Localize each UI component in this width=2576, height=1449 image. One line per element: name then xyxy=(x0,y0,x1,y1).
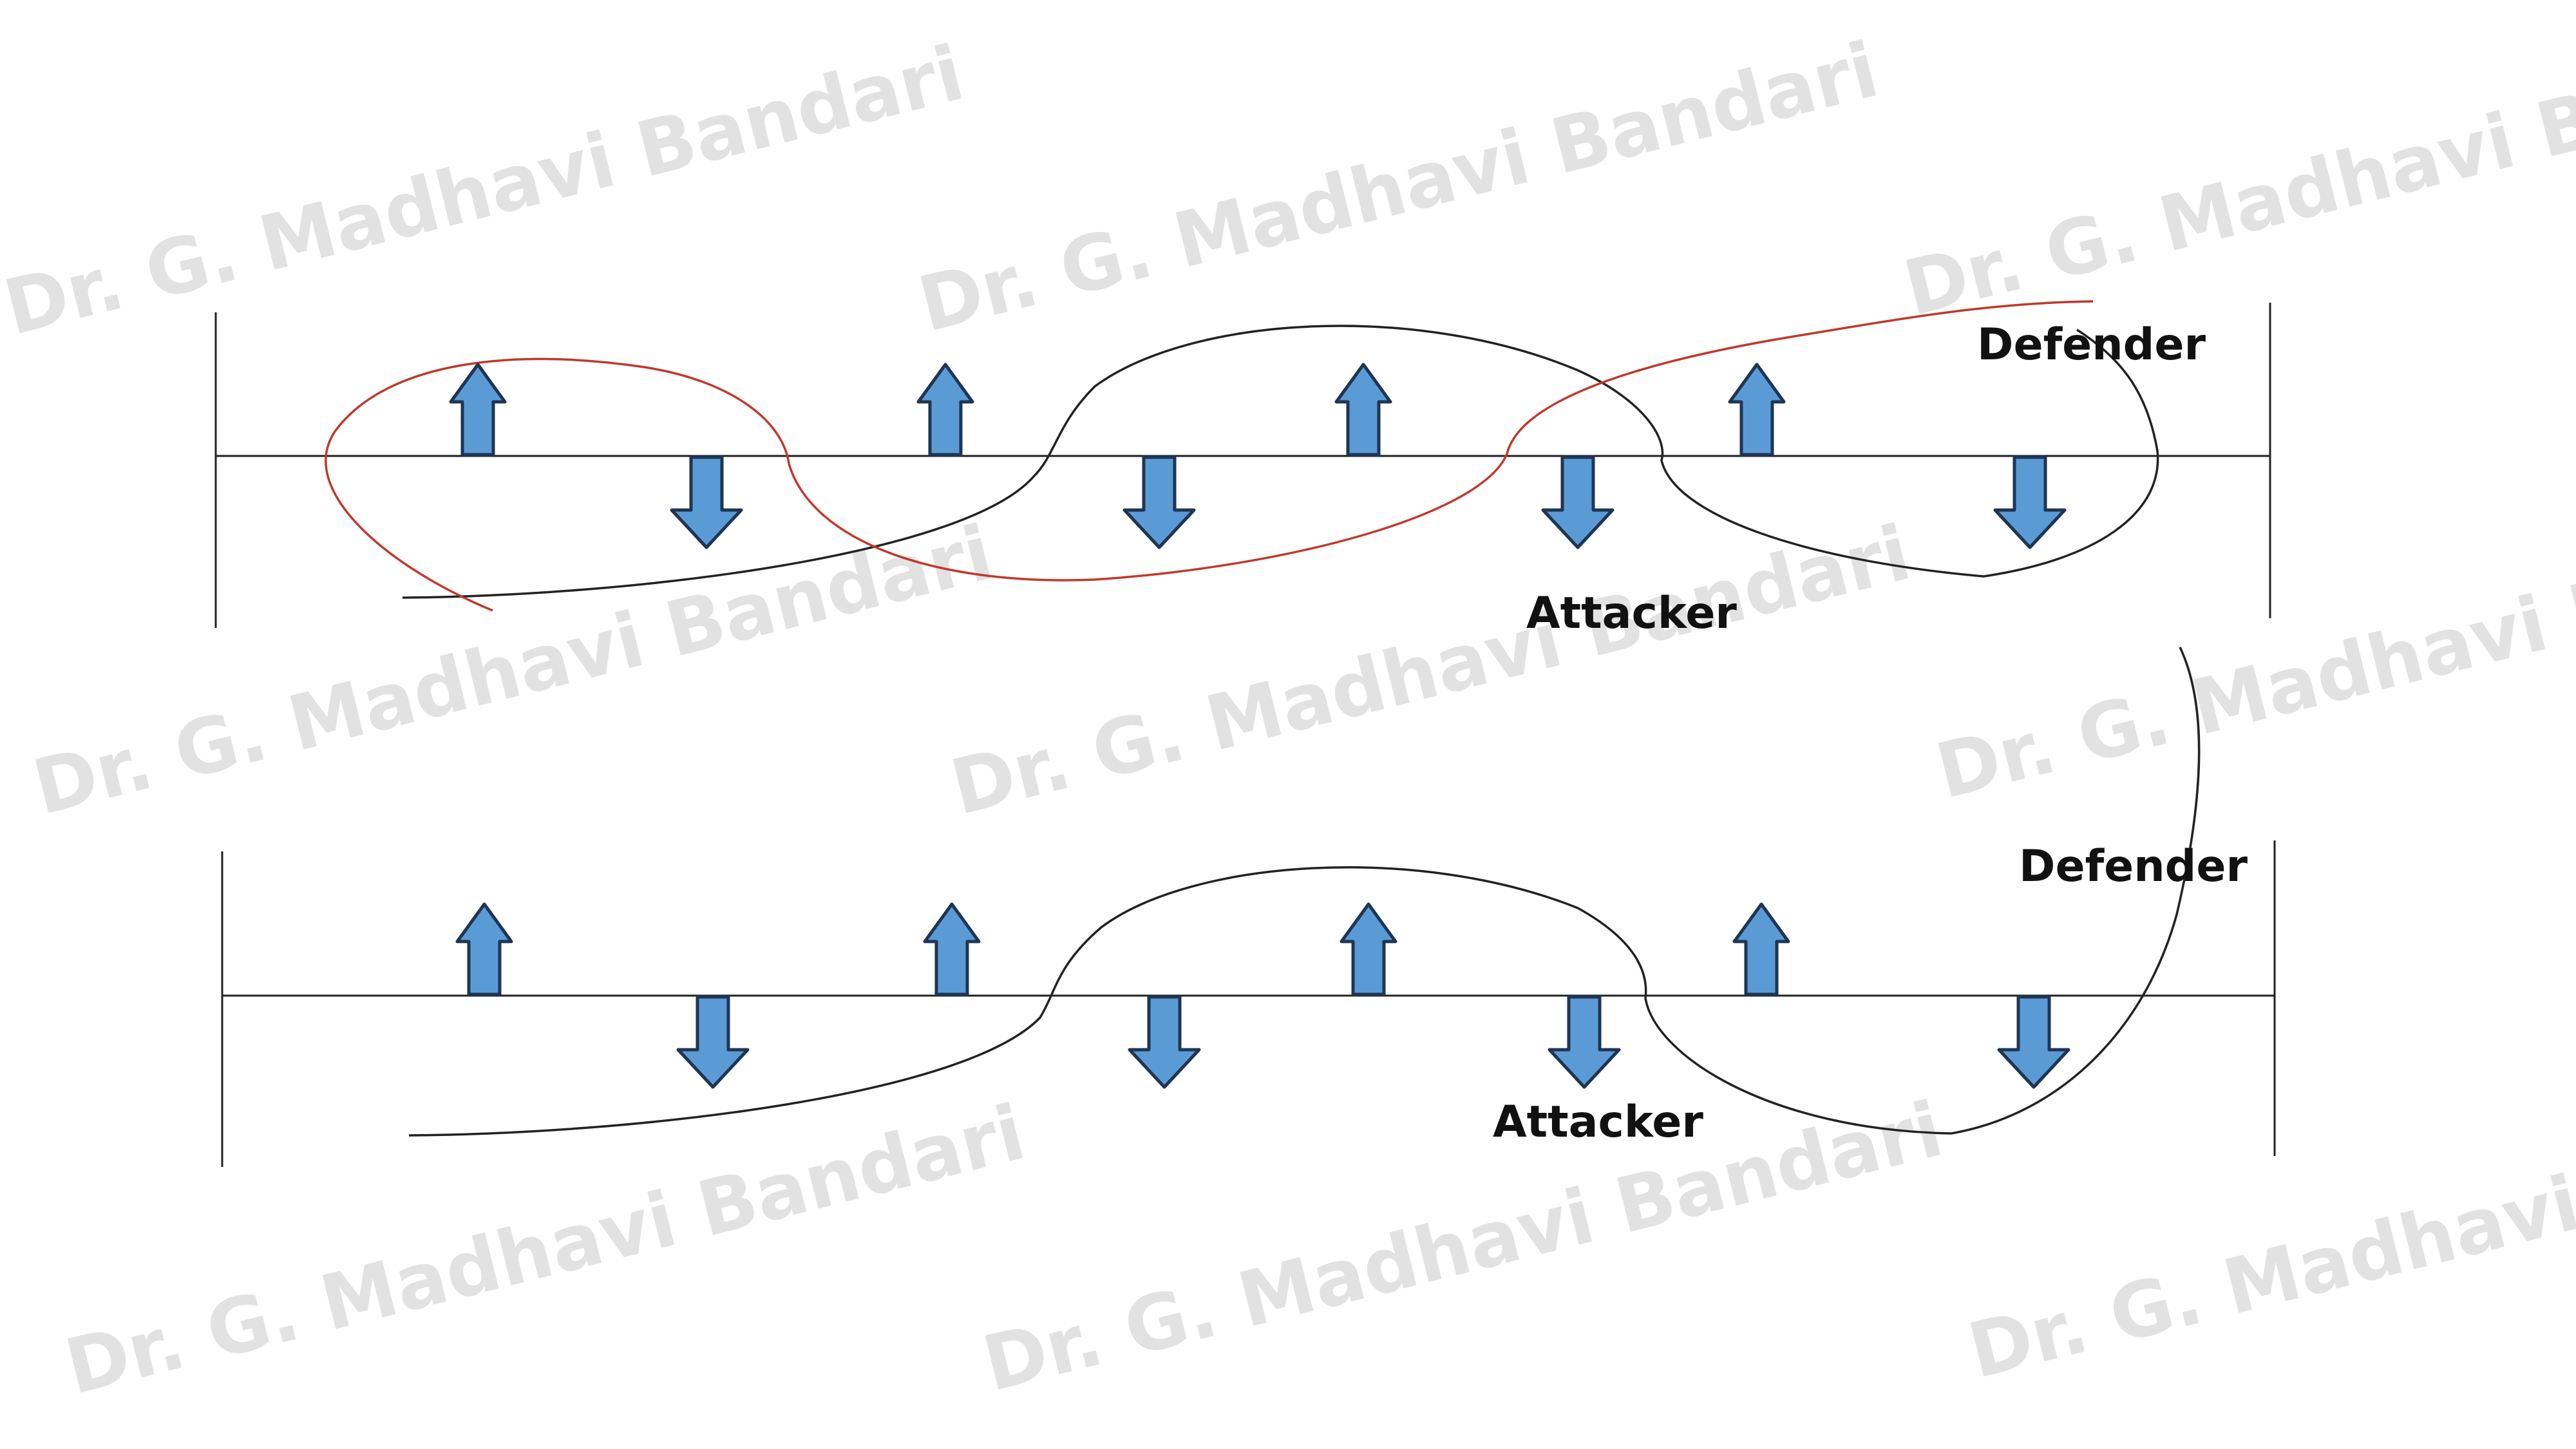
watermark-text: Dr. G. Madhavi Bandari xyxy=(974,1084,1951,1409)
arrow-down-icon xyxy=(1122,455,1196,549)
attacker-label: Attacker xyxy=(1493,1097,1703,1148)
watermark-text: Dr. G. Madhavi Bandari xyxy=(942,508,1918,833)
arrow-up-icon xyxy=(1340,902,1397,996)
arrow-down-icon xyxy=(1548,995,1621,1089)
defender-label: Defender xyxy=(2019,841,2248,892)
arrow-up-icon xyxy=(923,902,981,996)
arrow-group xyxy=(449,363,2067,549)
arrow-down-icon xyxy=(676,995,750,1089)
watermark-text: Dr. G. Madhavi Bandari xyxy=(57,1088,1033,1412)
watermarks: Dr. G. Madhavi Bandari Dr. G. Madhavi Ba… xyxy=(0,9,2576,1412)
panel-top: Defender Attacker xyxy=(214,300,2271,639)
watermark-text: Dr. G. Madhavi Bandari xyxy=(1895,9,2576,334)
watermark-text: Dr. G. Madhavi Bandari xyxy=(910,25,1886,350)
arrow-down-icon xyxy=(1993,455,2067,549)
arrow-up-icon xyxy=(1334,363,1392,457)
arrow-down-icon xyxy=(1541,455,1615,549)
arrow-down-icon xyxy=(1997,995,2070,1089)
arrow-down-icon xyxy=(670,455,743,549)
arrow-up-icon xyxy=(455,902,513,996)
arrow-group xyxy=(455,902,2070,1089)
defender-label: Defender xyxy=(1977,319,2206,370)
watermark-text: Dr. G. Madhavi Bandari xyxy=(24,508,1001,833)
attacker-label: Attacker xyxy=(1526,588,1737,639)
attacker-curve xyxy=(402,325,2159,599)
defender-curve xyxy=(325,300,2094,612)
panel-bottom: Defender Attacker xyxy=(221,647,2276,1167)
defender-curve xyxy=(1951,647,2201,1135)
arrow-up-icon xyxy=(1728,363,1786,457)
arrow-down-icon xyxy=(1128,995,1201,1089)
arrow-up-icon xyxy=(449,363,507,457)
attacker-curve xyxy=(408,866,1952,1137)
arrow-up-icon xyxy=(916,363,974,457)
arrow-up-icon xyxy=(1732,902,1790,996)
watermark-text: Dr. G. Madhavi Bandari xyxy=(1960,1072,2576,1396)
watermark-text: Dr. G. Madhavi Bandari xyxy=(0,28,972,353)
